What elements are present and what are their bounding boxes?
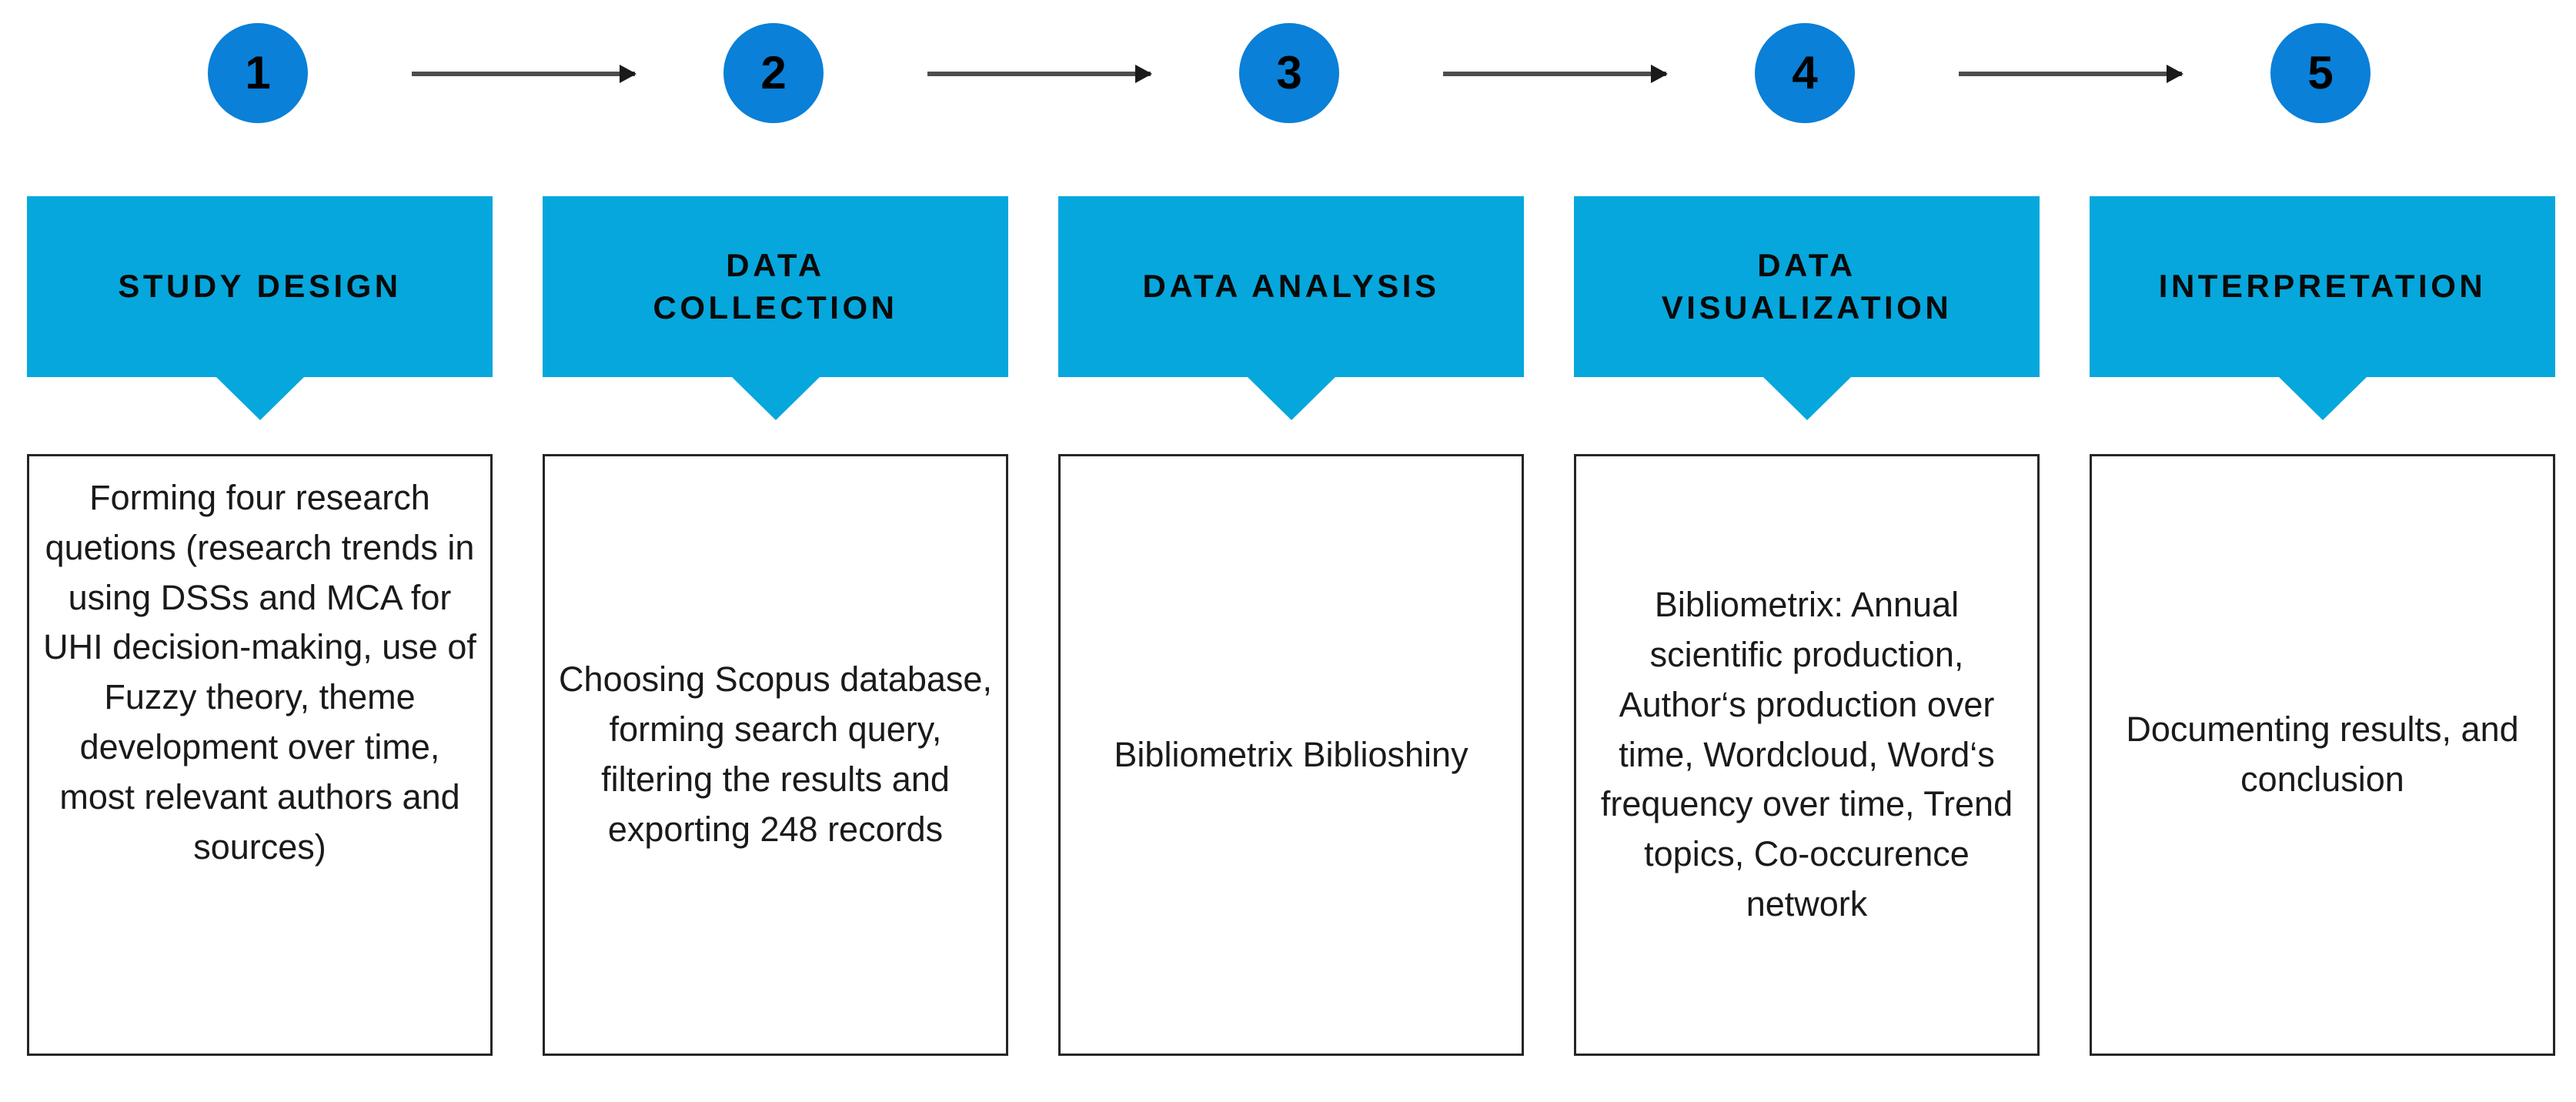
arrow-head <box>1135 65 1152 83</box>
arrow-icon-1-to-2 <box>412 65 636 83</box>
description-text-5: Documenting results, and conclusion <box>2126 710 2519 799</box>
step-number-3: 3 <box>1276 47 1302 99</box>
arrow-icon-2-to-3 <box>927 65 1152 83</box>
step-number-2: 2 <box>760 47 787 99</box>
banner-pointer-tab <box>1247 377 1335 420</box>
arrow-shaft <box>927 72 1151 76</box>
arrow-icon-3-to-4 <box>1443 65 1668 83</box>
stage-banner-study-design[interactable]: STUDY DESIGN <box>27 196 493 420</box>
step-circle-4[interactable]: 4 <box>1755 23 1855 123</box>
banner-pointer-tab <box>2278 377 2367 420</box>
banner-pointer-tab <box>1762 377 1851 420</box>
banner-pointer-tab <box>216 377 304 420</box>
description-box-data-visualization: Bibliometrix: Annual scientific producti… <box>1574 454 2040 1056</box>
description-box-interpretation: Documenting results, and conclusion <box>2090 454 2555 1056</box>
description-text-3: Bibliometrix Biblioshiny <box>1114 734 1468 774</box>
arrow-icon-4-to-5 <box>1959 65 2183 83</box>
step-number-row: 1 2 3 4 5 <box>0 0 2576 154</box>
stage-banner-label-4: DATA VISUALIZATION <box>1661 246 1953 326</box>
stage-banner-interpretation[interactable]: INTERPRETATION <box>2090 196 2555 420</box>
description-text-4: Bibliometrix: Annual scientific producti… <box>1600 585 2013 923</box>
step-number-5: 5 <box>2307 47 2334 99</box>
stage-banner-data-collection[interactable]: DATA COLLECTION <box>543 196 1008 420</box>
arrow-head <box>1651 65 1668 83</box>
arrow-shaft <box>412 72 635 76</box>
stage-banner-label-3: DATA ANALYSIS <box>1142 268 1440 305</box>
arrow-shaft <box>1959 72 2182 76</box>
arrow-shaft <box>1443 72 1666 76</box>
description-text-1: Forming four research quetions (research… <box>43 478 476 867</box>
description-box-study-design: Forming four research quetions (research… <box>27 454 493 1056</box>
stage-banner-label-5: INTERPRETATION <box>2158 268 2487 305</box>
arrow-head <box>620 65 636 83</box>
step-number-1: 1 <box>245 47 271 99</box>
banner-pointer-tab <box>731 377 820 420</box>
stage-banner-data-visualization[interactable]: DATA VISUALIZATION <box>1574 196 2040 420</box>
step-circle-1[interactable]: 1 <box>208 23 308 123</box>
step-number-4: 4 <box>1792 47 1818 99</box>
description-box-data-collection: Choosing Scopus database, forming search… <box>543 454 1008 1056</box>
step-circle-2[interactable]: 2 <box>723 23 824 123</box>
step-circle-3[interactable]: 3 <box>1239 23 1339 123</box>
stage-banner-label-2: DATA COLLECTION <box>653 246 898 326</box>
step-circle-5[interactable]: 5 <box>2270 23 2371 123</box>
description-text-2: Choosing Scopus database, forming search… <box>559 660 992 849</box>
stage-banner-label-1: STUDY DESIGN <box>118 268 402 305</box>
arrow-head <box>2167 65 2183 83</box>
description-box-data-analysis: Bibliometrix Biblioshiny <box>1058 454 1524 1056</box>
stage-banner-data-analysis[interactable]: DATA ANALYSIS <box>1058 196 1524 420</box>
